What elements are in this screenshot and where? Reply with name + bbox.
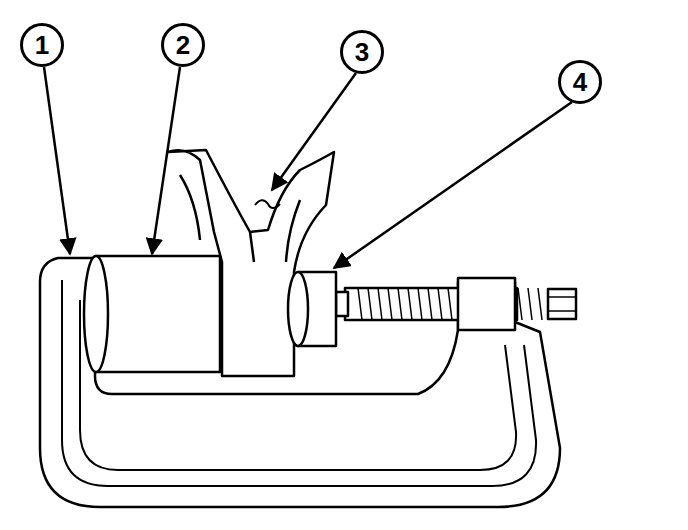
callout-circle: 2 xyxy=(161,23,205,67)
callout-number: 2 xyxy=(176,32,190,58)
screw-tip xyxy=(336,292,348,316)
callout-circle: 4 xyxy=(558,60,602,104)
hex-edge xyxy=(548,297,576,311)
callout-number: 1 xyxy=(35,32,49,58)
leader-line xyxy=(272,73,356,190)
cup-end xyxy=(84,256,108,372)
callout-number: 4 xyxy=(573,69,587,95)
leader-line xyxy=(44,67,70,254)
knuckle-mark xyxy=(255,200,280,208)
leader-line xyxy=(334,102,572,268)
receiver-cup xyxy=(96,256,220,372)
adapter-end xyxy=(288,272,308,346)
callout-circle: 3 xyxy=(340,30,384,74)
screw-hex xyxy=(548,289,576,319)
knuckle-detail xyxy=(180,175,300,262)
callout-circle: 1 xyxy=(20,23,64,67)
clamp-hub xyxy=(458,278,515,330)
leader-line xyxy=(152,67,180,254)
callout-number: 3 xyxy=(355,39,369,65)
